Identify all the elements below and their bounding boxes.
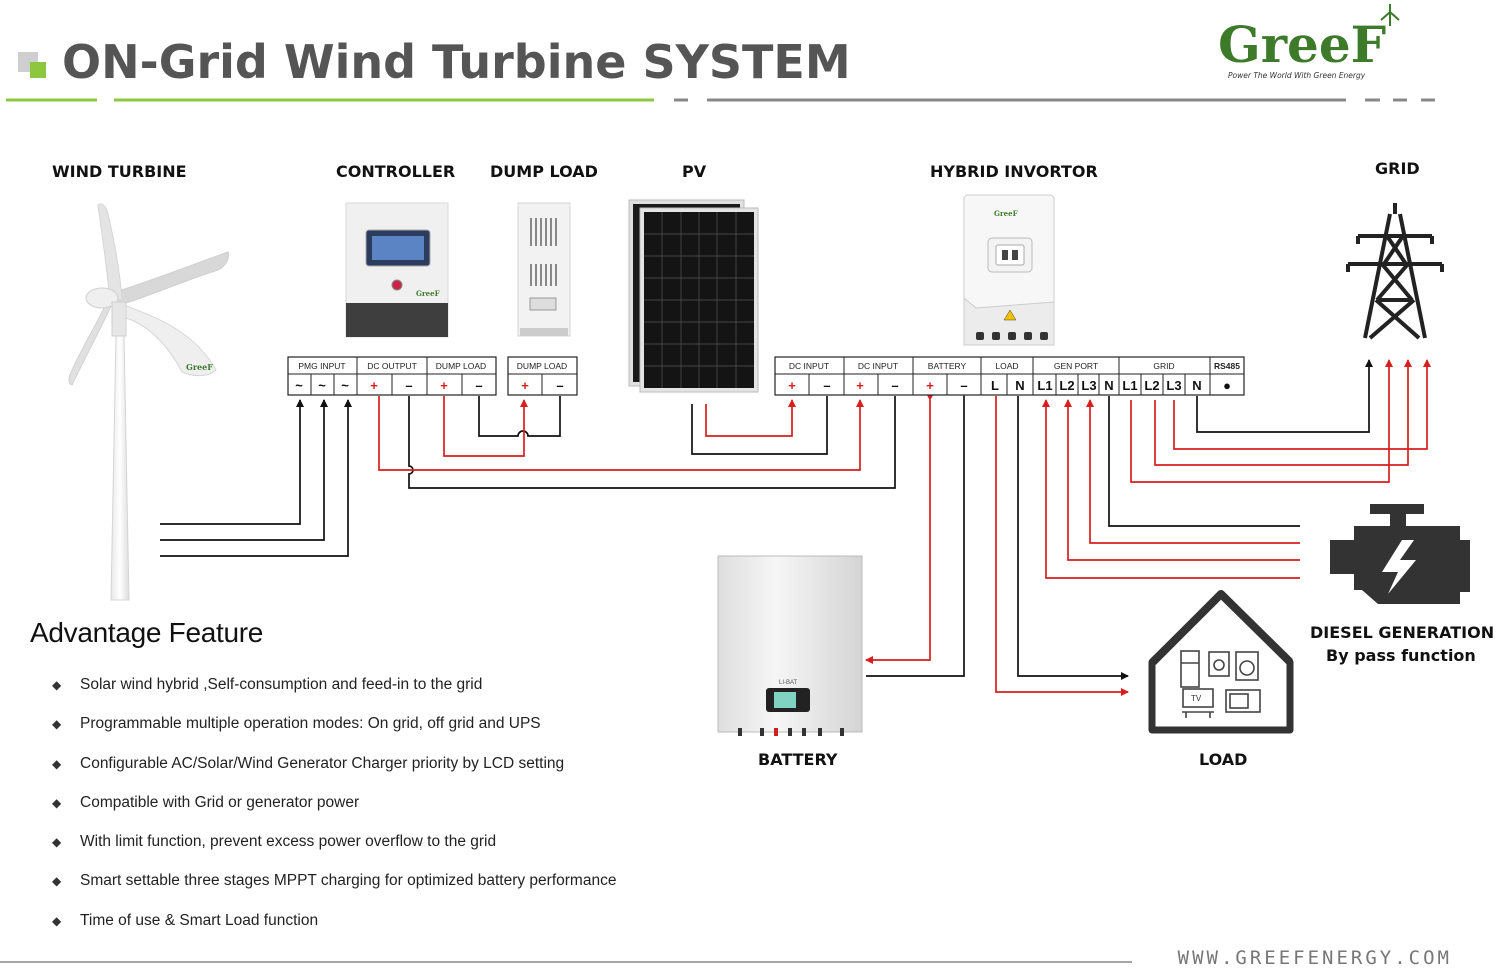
controller-terminal-block: PMG INPUT DC OUTPUT DUMP LOAD ~ ~ ~ + – … [287, 356, 497, 396]
inverter-header-load: LOAD [995, 361, 1018, 371]
wind-turbine-icon: GreeF [68, 203, 229, 601]
inverter-header-grid: GRID [1153, 361, 1174, 371]
dump-load-caption: DUMP LOAD [490, 162, 598, 181]
page-title: ON-Grid Wind Turbine SYSTEM [62, 35, 851, 89]
inverter-grid-l3: L3 [1166, 378, 1181, 393]
inverter-grid-l1: L1 [1122, 378, 1137, 393]
feature-item: ◆ Programmable multiple operation modes: … [52, 715, 616, 754]
grid-caption: GRID [1375, 159, 1420, 178]
inverter-header-battery: BATTERY [928, 361, 967, 371]
inverter-load-n: N [1015, 378, 1024, 393]
diesel-engine-icon [1330, 504, 1470, 604]
grid-tower-icon [1346, 203, 1444, 340]
diamond-bullet-icon: ◆ [52, 795, 62, 810]
inverter-gen-n: N [1104, 378, 1113, 393]
inverter-dc1-plus: + [788, 378, 796, 393]
inverter-header-rs485: RS485 [1214, 361, 1240, 371]
inverter-gen-l1: L1 [1037, 378, 1052, 393]
dump-load-icon [517, 202, 571, 337]
controller-caption: CONTROLLER [336, 162, 455, 181]
diamond-bullet-icon: ◆ [52, 874, 62, 889]
inverter-header-dc-input-2: DC INPUT [858, 361, 898, 371]
terminal-dc-output-plus: + [370, 378, 378, 393]
controller-icon: GreeF [345, 202, 449, 338]
dump-terminal-plus: + [521, 378, 529, 393]
diamond-bullet-icon: ◆ [52, 717, 62, 732]
inverter-battery-minus: – [960, 378, 967, 393]
feature-item: ◆ Configurable AC/Solar/Wind Generator Ch… [52, 755, 616, 794]
header-accent-icon [30, 62, 46, 78]
terminal-dc-output-minus: – [405, 378, 412, 393]
diesel-generation-caption: DIESEL GENERATION [1310, 623, 1494, 642]
feature-item: ◆ Compatible with Grid or generator power [52, 794, 616, 833]
hybrid-inverter-icon: GreeF [963, 194, 1055, 346]
footer-url: WWW.GREEFENERGY.COM [1177, 947, 1452, 969]
inverter-load-l: L [991, 378, 999, 393]
terminal-dump-load-minus: – [475, 378, 482, 393]
feature-item: ◆ With limit function, prevent excess pow… [52, 833, 616, 872]
logo-turbine-icon [1380, 4, 1400, 26]
wind-turbine-caption: WIND TURBINE [52, 162, 187, 181]
hybrid-inverter-caption: HYBRID INVORTOR [930, 162, 1098, 181]
component-captions: WIND TURBINE CONTROLLER DUMP LOAD PV HYB… [52, 159, 1494, 769]
battery-label: LI-BAT [779, 680, 798, 686]
load-caption: LOAD [1199, 750, 1247, 769]
inverter-grid-n: N [1192, 378, 1201, 393]
battery-caption: BATTERY [758, 750, 838, 769]
feature-text: Time of use & Smart Load function [80, 911, 319, 929]
inverter-dc2-minus: – [891, 378, 898, 393]
header: ON-Grid Wind Turbine SYSTEM GreeF Power … [6, 4, 1435, 102]
inverter-dc1-minus: – [823, 378, 830, 393]
inverter-gen-l2: L2 [1059, 378, 1074, 393]
inverter-brand: GreeF [994, 209, 1018, 218]
controller-brand: GreeF [416, 289, 440, 298]
inverter-dc2-plus: + [856, 378, 864, 393]
wiring [160, 359, 1431, 696]
feature-text: Programmable multiple operation modes: O… [80, 715, 541, 733]
diamond-bullet-icon: ◆ [52, 913, 62, 928]
pv-caption: PV [682, 162, 707, 181]
feature-item: ◆ Time of use & Smart Load function [52, 912, 616, 951]
feature-text: Compatible with Grid or generator power [80, 793, 360, 811]
feature-item: ◆ Smart settable three stages MPPT chargi… [52, 872, 616, 911]
terminal-pmg-2: ~ [318, 378, 326, 393]
inverter-grid-l2: L2 [1144, 378, 1159, 393]
terminal-pmg-1: ~ [295, 378, 303, 393]
dump-terminal-header: DUMP LOAD [517, 361, 567, 371]
feature-text: Configurable AC/Solar/Wind Generator Cha… [80, 754, 565, 772]
dump-load-terminal-block: DUMP LOAD + – [507, 356, 578, 396]
turbine-brand: GreeF [186, 362, 213, 372]
load-house-icon: TV [1148, 590, 1294, 734]
terminal-header-dc-output: DC OUTPUT [367, 361, 417, 371]
features-list: ◆ Solar wind hybrid ,Self-consumption and… [52, 676, 616, 951]
diamond-bullet-icon: ◆ [52, 835, 62, 850]
feature-text: With limit function, prevent excess powe… [80, 833, 497, 851]
inverter-rs485-port: ● [1223, 378, 1231, 393]
brand-logo: GreeF Power The World With Green Energy [1218, 4, 1400, 80]
logo-tagline: Power The World With Green Energy [1228, 71, 1366, 80]
feature-text: Smart settable three stages MPPT chargin… [80, 872, 617, 890]
logo-text: GreeF [1218, 15, 1386, 74]
terminal-header-dump-load: DUMP LOAD [436, 361, 486, 371]
tv-label: TV [1191, 694, 1202, 703]
feature-item: ◆ Solar wind hybrid ,Self-consumption and… [52, 676, 616, 715]
terminal-header-pmg-input: PMG INPUT [298, 361, 345, 371]
inverter-terminal-block: DC INPUT DC INPUT BATTERY LOAD GEN PORT … [774, 356, 1245, 396]
diamond-bullet-icon: ◆ [52, 678, 62, 692]
inverter-battery-plus: + [926, 378, 934, 393]
terminal-pmg-3: ~ [341, 378, 349, 393]
bypass-caption: By pass function [1326, 646, 1476, 665]
dump-terminal-minus: – [556, 378, 563, 393]
battery-icon: LI-BAT [717, 555, 863, 736]
inverter-gen-l3: L3 [1081, 378, 1096, 393]
inverter-header-gen-port: GEN PORT [1054, 361, 1098, 371]
terminal-dump-load-plus: + [440, 378, 448, 393]
inverter-header-dc-input-1: DC INPUT [789, 361, 829, 371]
pv-panel-icon [628, 199, 759, 393]
features-title: Advantage Feature [30, 617, 264, 648]
feature-text: Solar wind hybrid ,Self-consumption and … [80, 676, 483, 693]
diamond-bullet-icon: ◆ [52, 756, 62, 771]
